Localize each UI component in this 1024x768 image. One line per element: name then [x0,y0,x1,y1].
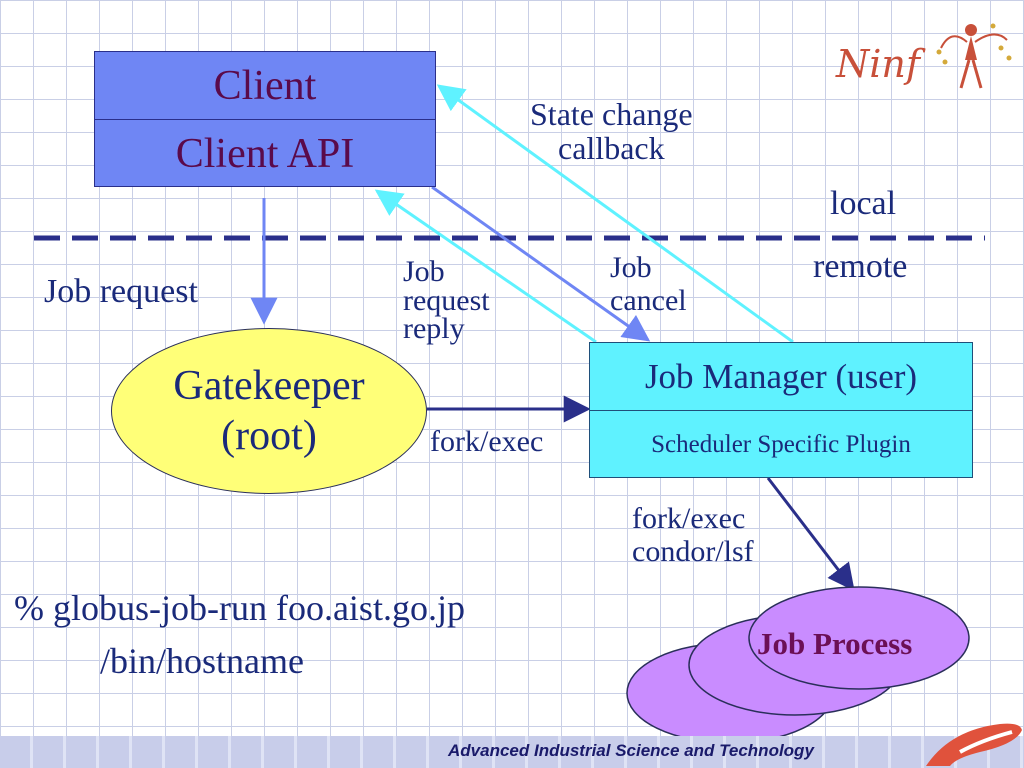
fork-condor-arrow [766,477,855,592]
scheduler-plugin: Scheduler Specific Plugin [651,430,911,458]
fork-condor-label: fork/exec condor/lsf [632,502,754,568]
gatekeeper-title: Gatekeeper [173,362,365,409]
job-request-label: Job request [44,273,198,310]
callback-line-2: callback [558,130,665,167]
state-change-callback-label: State change callback [530,96,693,167]
job-process-ellipse-front [748,586,970,690]
state-change-callback-arrow [436,84,794,344]
client-title: Client [213,62,317,109]
job-manager-box: Job Manager (user) Scheduler Specific Pl… [589,342,973,478]
jrr-line-3: reply [403,312,465,345]
aist-logo-icon [926,723,1022,766]
jrr-line-1: Job [403,255,445,288]
jrr-line-2: request [403,283,490,317]
client-box: Client Client API [94,51,436,187]
jc-line-2: cancel [610,283,687,317]
job-cancel-label: Job cancel [610,251,687,317]
gatekeeper-role: (root) [221,413,317,459]
fc-line-1: fork/exec [632,502,746,535]
jc-line-1: Job [610,251,652,284]
local-label: local [830,185,897,222]
command-line-1: % globus-job-run foo.aist.go.jp [14,588,465,628]
footer-text: Advanced Industrial Science and Technolo… [448,741,814,760]
callback-line-1: State change [530,96,693,132]
job-process-stack [626,586,970,744]
ninf-logo: Ninf [836,18,1016,98]
fc-line-2: condor/lsf [632,534,754,568]
remote-label: remote [813,248,908,285]
job-request-reply-label: Job request reply [403,255,490,345]
client-api: Client API [95,119,435,187]
dancer-icon [936,23,1012,89]
job-cancel-arrow [431,185,651,342]
command-line-2: /bin/hostname [100,641,304,681]
footer-bar [0,736,1024,768]
job-process-label: Job Process [757,626,913,661]
job-manager-title: Job Manager (user) [590,343,972,411]
gatekeeper-ellipse: Gatekeeper (root) [111,328,427,494]
ninf-logo-text: Ninf [836,42,920,86]
fork-exec-label: fork/exec [430,425,544,458]
job-request-reply-arrow [374,189,597,344]
